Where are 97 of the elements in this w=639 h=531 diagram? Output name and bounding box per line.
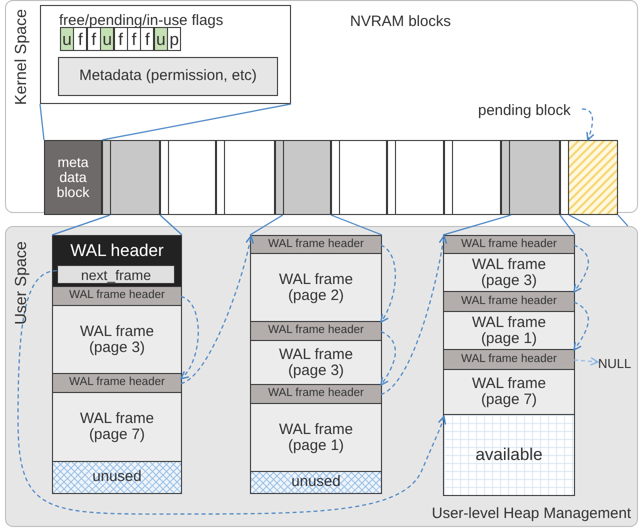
- zoom-line: [52, 214, 110, 236]
- wal-header-box: [53, 236, 181, 287]
- frame-header-bar: [444, 236, 574, 254]
- zoom-line: [330, 214, 382, 236]
- pointer-arrow: [573, 244, 589, 293]
- memory-block: [444, 140, 501, 215]
- frame-text: WAL frame (page 3): [79, 324, 155, 356]
- zoom-line: [568, 214, 590, 227]
- flag-cell: [154, 27, 168, 51]
- pointer-arrow: [380, 235, 448, 396]
- zoom-line: [442, 214, 512, 236]
- flag-cell: [100, 27, 114, 51]
- zoom-line: [618, 214, 628, 226]
- frame-header-bar: [444, 350, 574, 370]
- memory-block: [331, 140, 387, 215]
- frame-header-bar: [53, 287, 181, 306]
- wal-column: [443, 235, 575, 496]
- flag-letter: u: [156, 30, 166, 48]
- memory-block: [102, 140, 160, 215]
- metadata-callout: [40, 5, 291, 104]
- flag-cell: [167, 27, 182, 51]
- flag-letter: f: [91, 30, 96, 48]
- metadata-block: [44, 140, 102, 215]
- header-text: WAL frame header: [268, 325, 364, 337]
- pointer-arrow: [180, 296, 199, 380]
- flag-letter: f: [78, 30, 83, 48]
- pointer-field: [57, 265, 175, 284]
- flag-letter: f: [118, 30, 123, 48]
- block-label: pending block: [478, 100, 582, 118]
- pointer-arrow: [380, 330, 396, 386]
- flag-cell: [86, 27, 101, 51]
- area-text: unused: [291, 472, 341, 492]
- memory-block: [560, 140, 618, 215]
- pointer-arrow: [380, 244, 396, 323]
- frame-text: WAL frame (page 2): [278, 272, 354, 304]
- frame-header-bar: [53, 374, 181, 393]
- frame-text: WAL frame (page 1): [278, 422, 354, 454]
- unused-area: [251, 472, 381, 493]
- header-text: WAL frame header: [461, 238, 557, 250]
- frame-text: WAL frame (page 7): [79, 411, 155, 443]
- memory-block: [501, 140, 560, 215]
- unused-area: [53, 462, 181, 493]
- header-text: WAL header: [70, 240, 164, 262]
- header-text: WAL frame header: [268, 388, 364, 400]
- area-text: unused: [92, 467, 142, 488]
- flag-letter: f: [132, 30, 136, 48]
- memory-block: [275, 140, 331, 215]
- field-text: next_frame: [80, 268, 152, 282]
- frame-header-bar: [251, 385, 381, 404]
- zoom-line: [102, 103, 292, 141]
- frame-text: WAL frame (page 3): [471, 256, 547, 288]
- zoom-line: [160, 214, 182, 236]
- metadata-text: Metadata (permission, etc): [79, 66, 257, 86]
- flag-cell: [114, 27, 128, 51]
- flag-letter: f: [145, 30, 150, 48]
- flag-cell: [127, 27, 141, 51]
- pointer-arrow: [180, 235, 254, 384]
- region-label: NVRAM blocks: [350, 12, 451, 32]
- flag-letter: u: [62, 30, 72, 48]
- frame-header-bar: [251, 322, 381, 341]
- header-text: WAL frame header: [461, 296, 557, 308]
- kernel-space-panel: [5, 0, 638, 213]
- flag-letter: u: [102, 30, 112, 48]
- zoom-line: [39, 104, 45, 140]
- flag-cell: [140, 27, 154, 51]
- header-text: WAL frame header: [268, 238, 364, 250]
- header-text: WAL frame header: [69, 377, 165, 389]
- flag-cell: [73, 27, 88, 51]
- memory-block: [387, 140, 444, 215]
- frame-text: WAL frame (page 3): [278, 346, 354, 378]
- frame-header-bar: [444, 292, 574, 312]
- flag-letter: p: [169, 30, 179, 48]
- frame-text: WAL frame (page 7): [471, 376, 547, 408]
- pointer-arrow: [582, 108, 594, 141]
- frame-header-bar: [251, 236, 381, 254]
- panel-label: User Space: [12, 241, 31, 325]
- flag-cell: [60, 27, 74, 51]
- available-area: [444, 415, 574, 495]
- header-text: WAL frame header: [461, 354, 557, 366]
- zoom-line: [560, 214, 576, 236]
- metadata-box: [58, 57, 278, 96]
- memory-block: [216, 140, 275, 215]
- block-text: meta data block: [56, 155, 90, 200]
- panel-label: Kernel Space: [12, 8, 31, 106]
- callout-title: free/pending/in-use flags: [59, 12, 224, 29]
- area-text: available: [475, 444, 543, 466]
- wal-column: [250, 235, 382, 494]
- panel-label: User-level Heap Management: [432, 504, 631, 524]
- user-space-panel: [5, 226, 638, 527]
- pointer-arrow: [17, 270, 446, 515]
- pointer-arrow: [574, 357, 599, 366]
- null-label: NULL: [598, 354, 636, 370]
- memory-block: [160, 140, 216, 215]
- frame-text: WAL frame (page 1): [471, 314, 547, 346]
- wal-column: [52, 235, 182, 494]
- header-text: WAL frame header: [69, 290, 165, 302]
- pointer-arrow: [573, 301, 589, 351]
